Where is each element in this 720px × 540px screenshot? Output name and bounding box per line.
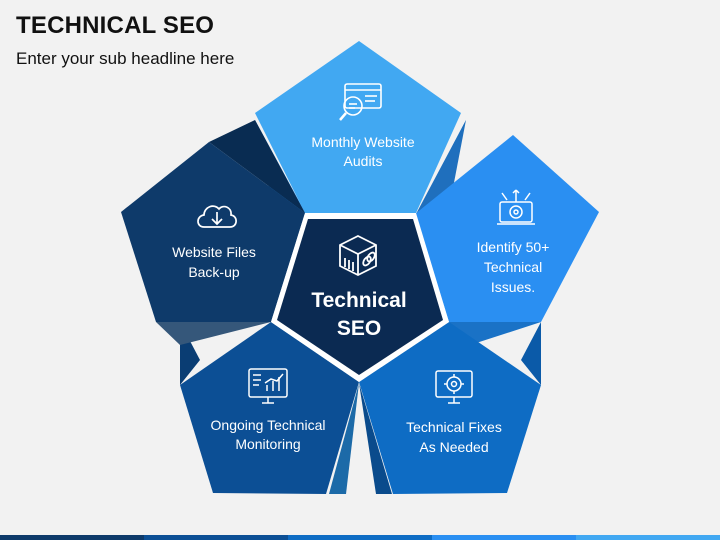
page-title: TECHNICAL SEO [16, 12, 215, 39]
page-subtitle: Enter your sub headline here [16, 49, 235, 68]
footer-bar-segment [432, 535, 576, 540]
monitor-gear-icon [435, 370, 473, 404]
center-technical-seo: Technical SEO [271, 213, 449, 382]
segment-website-backup-line1: Website Files [172, 244, 256, 260]
segment-technical-fixes: Technical Fixes As Needed [359, 322, 541, 494]
segment-identify-issues-line2: Technical [484, 259, 542, 275]
segment-ongoing-monitoring-line2: Monitoring [235, 436, 300, 452]
cloud-download-icon [197, 205, 237, 228]
segment-ongoing-monitoring: Ongoing Technical Monitoring [180, 322, 359, 494]
footer-bar-segment [288, 535, 432, 540]
monitor-chart-icon [248, 368, 288, 404]
brain-gear-icon [497, 189, 535, 225]
segment-identify-issues-line1: Identify 50+ [477, 239, 550, 255]
segment-monthly-audits-shape [255, 41, 461, 213]
segment-technical-fixes-line2: As Needed [419, 439, 488, 455]
footer-color-bar [0, 535, 720, 540]
segment-identify-issues-shape [415, 135, 599, 322]
website-audit-icon [339, 83, 382, 121]
footer-bar-segment [0, 535, 144, 540]
segment-website-backup-shape [121, 142, 305, 322]
segment-monthly-audits: Monthly Website Audits [255, 41, 466, 214]
footer-bar-segment [576, 535, 720, 540]
segment-identify-issues-line3: Issues. [491, 279, 535, 295]
segment-technical-fixes-shape [359, 322, 541, 494]
segment-technical-fixes-line1: Technical Fixes [406, 419, 502, 435]
center-pentagon-shape [277, 219, 443, 375]
segment-website-backup: Website Files Back-up [121, 120, 305, 345]
center-label-line2: SEO [337, 317, 381, 340]
segment-monthly-audits-line1: Monthly Website [311, 134, 414, 150]
segment-monthly-audits-line2: Audits [344, 153, 383, 169]
segment-website-backup-line2: Back-up [188, 264, 240, 280]
footer-bar-segment [144, 535, 288, 540]
seo-cube-icon [339, 234, 377, 277]
segment-ongoing-monitoring-line1: Ongoing Technical [211, 417, 326, 433]
center-label-line1: Technical [311, 289, 406, 312]
segment-ongoing-monitoring-shape [180, 322, 359, 494]
